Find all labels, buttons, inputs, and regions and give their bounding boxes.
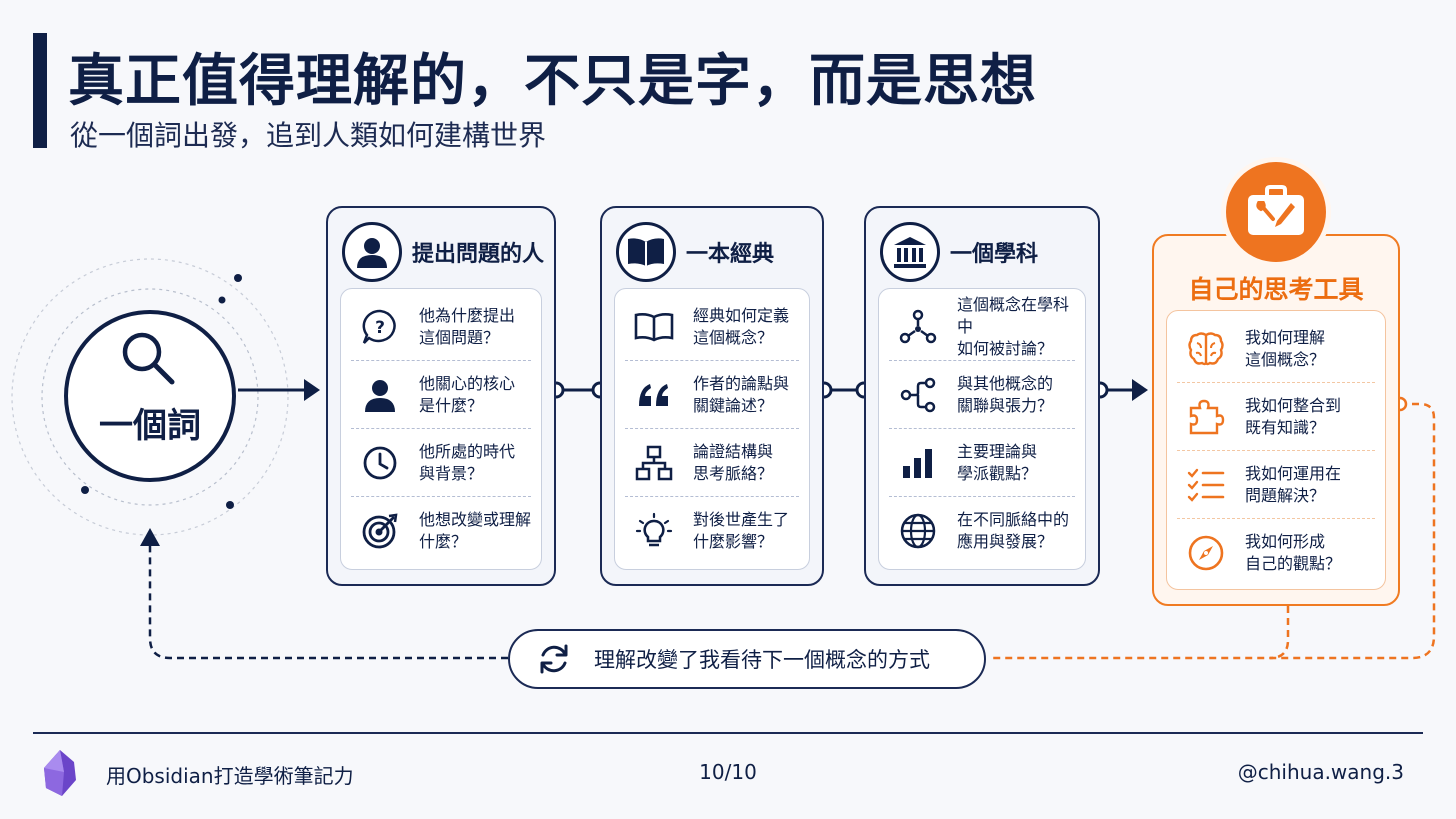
footer-divider [33,732,1423,734]
card-title: 自己的思考工具 [1188,275,1364,304]
start-node: 一個詞 [64,310,236,482]
list-item: 我如何整合到 既有知識？ [1177,383,1375,451]
feedback-text: 理解改變了我看待下一個概念的方式 [594,648,930,672]
orbit-ring-inner [41,288,259,506]
list-item: 主要理論與 學派觀點？ [889,429,1075,497]
person-icon [342,222,402,282]
item-text: 我如何理解 這個概念？ [1245,327,1326,369]
list-item: 在不同脈絡中的 應用與發展？ [889,497,1075,565]
list-item: 與其他概念的 關聯與張力？ [889,361,1075,429]
institution-icon [880,222,940,282]
list-item: 這個概念在學科中 如何被討論？ [889,293,1075,361]
card-title: 提出問題的人 [412,242,545,267]
target-icon [359,510,401,552]
item-text: 作者的論點與 關鍵論述？ [693,373,790,415]
title-accent-bar [33,33,47,148]
compass-icon [1185,532,1227,574]
puzzle-icon [1185,396,1227,438]
svg-text:?: ? [375,318,385,338]
globe-icon [897,510,939,552]
item-text: 他為什麼提出 這個問題？ [419,305,516,347]
refresh-icon [536,641,572,677]
obsidian-logo-icon [42,748,78,802]
card-header: 一本經典 [616,222,774,282]
feedback-pill: 理解改變了我看待下一個概念的方式 [508,629,986,689]
card-header: 一個學科 [880,222,1038,282]
list-item: 作者的論點與 關鍵論述？ [625,361,799,429]
magnifier-icon [118,328,182,394]
card-title: 一個學科 [950,242,1039,267]
item-text: 我如何整合到 既有知識？ [1245,395,1342,437]
checklist-icon [1185,464,1227,506]
branch-icon [897,374,939,416]
item-text: 他所處的時代 與背景？ [419,441,516,483]
item-text: 這個概念在學科中 如何被討論？ [957,294,1070,358]
open-book-icon [616,222,676,282]
open-book-icon [633,306,675,348]
network-icon [897,306,939,348]
list-item: 論證結構與 思考脈絡？ [625,429,799,497]
orbit-dot [234,274,242,282]
list-item: 他關心的核心 是什麼？ [351,361,531,429]
orbit-dot [226,501,234,509]
item-text: 對後世產生了 什麼影響？ [693,510,790,551]
card-header: 提出問題的人 [342,222,544,282]
item-text: 主要理論與 學派觀點？ [957,441,1038,483]
item-text: 經典如何定義 這個概念？ [693,305,790,347]
question-bubble-icon: ? [359,306,401,348]
page-subtitle: 從一個詞出發，追到人類如何建構世界 [70,119,547,152]
card-items: 這個概念在學科中 如何被討論？ 與其他概念的 關聯與張力？ 主要理論與 學派觀點… [878,288,1086,570]
feedback-loop-orange-2 [1269,606,1290,660]
list-item: 我如何理解 這個概念？ [1177,315,1375,383]
list-item: 我如何運用在 問題解決？ [1177,451,1375,519]
brain-icon [1185,328,1227,370]
feedback-loop-orange [990,402,1436,660]
item-text: 他想改變或理解 什麼？ [419,510,532,551]
card-thinking-tools: 自己的思考工具 我如何理解 這個概念？ 我如何整合到 既有知識？ 我如何運用在 … [1152,234,1400,606]
orbit-ring-outer [11,258,289,536]
list-item: 我如何形成 自己的觀點？ [1177,519,1375,587]
person-icon [359,374,401,416]
card-items: 經典如何定義 這個概念？ 作者的論點與 關鍵論述？ 論證結構與 思考脈絡？ 對後… [614,288,810,570]
start-label: 一個詞 [99,406,201,446]
list-item: 他所處的時代 與背景？ [351,429,531,497]
card-discipline: 一個學科 這個概念在學科中 如何被討論？ 與其他概念的 關聯與張力？ 主要理論與… [864,206,1100,586]
footer-course-title: 用Obsidian打造學術筆記力 [106,764,354,788]
bar-chart-icon [897,442,939,484]
item-text: 論證結構與 思考脈絡？ [693,441,774,483]
page-number: 10/10 [699,760,757,784]
quote-icon [633,374,675,416]
item-text: 與其他概念的 關聯與張力？ [957,373,1054,415]
hierarchy-icon [633,442,675,484]
feedback-loop-navy [148,545,508,660]
page-title: 真正值得理解的，不只是字，而是思想 [68,48,1037,114]
clock-icon [359,442,401,484]
orbit-dot [81,486,89,494]
list-item: 經典如何定義 這個概念？ [625,293,799,361]
card-items: ? 他為什麼提出 這個問題？ 他關心的核心 是什麼？ 他所處的時代 與背景？ 他… [340,288,542,570]
item-text: 他關心的核心 是什麼？ [419,373,516,415]
card-items: 我如何理解 這個概念？ 我如何整合到 既有知識？ 我如何運用在 問題解決？ 我如… [1166,310,1386,590]
list-item: 他想改變或理解 什麼？ [351,497,531,565]
toolbox-icon [1226,162,1326,262]
lightbulb-icon [633,510,675,552]
list-item: ? 他為什麼提出 這個問題？ [351,293,531,361]
card-questioner: 提出問題的人 ? 他為什麼提出 這個問題？ 他關心的核心 是什麼？ 他所處的時代… [326,206,556,586]
orbit-dot [218,296,226,304]
item-text: 在不同脈絡中的 應用與發展？ [957,510,1070,551]
card-classic: 一本經典 經典如何定義 這個概念？ 作者的論點與 關鍵論述？ 論證結構與 思考脈… [600,206,824,586]
card-title: 一本經典 [686,242,775,267]
item-text: 我如何形成 自己的觀點？ [1245,532,1342,573]
author-handle: @chihua.wang.3 [1237,760,1404,784]
item-text: 我如何運用在 問題解決？ [1245,463,1342,505]
list-item: 對後世產生了 什麼影響？ [625,497,799,565]
